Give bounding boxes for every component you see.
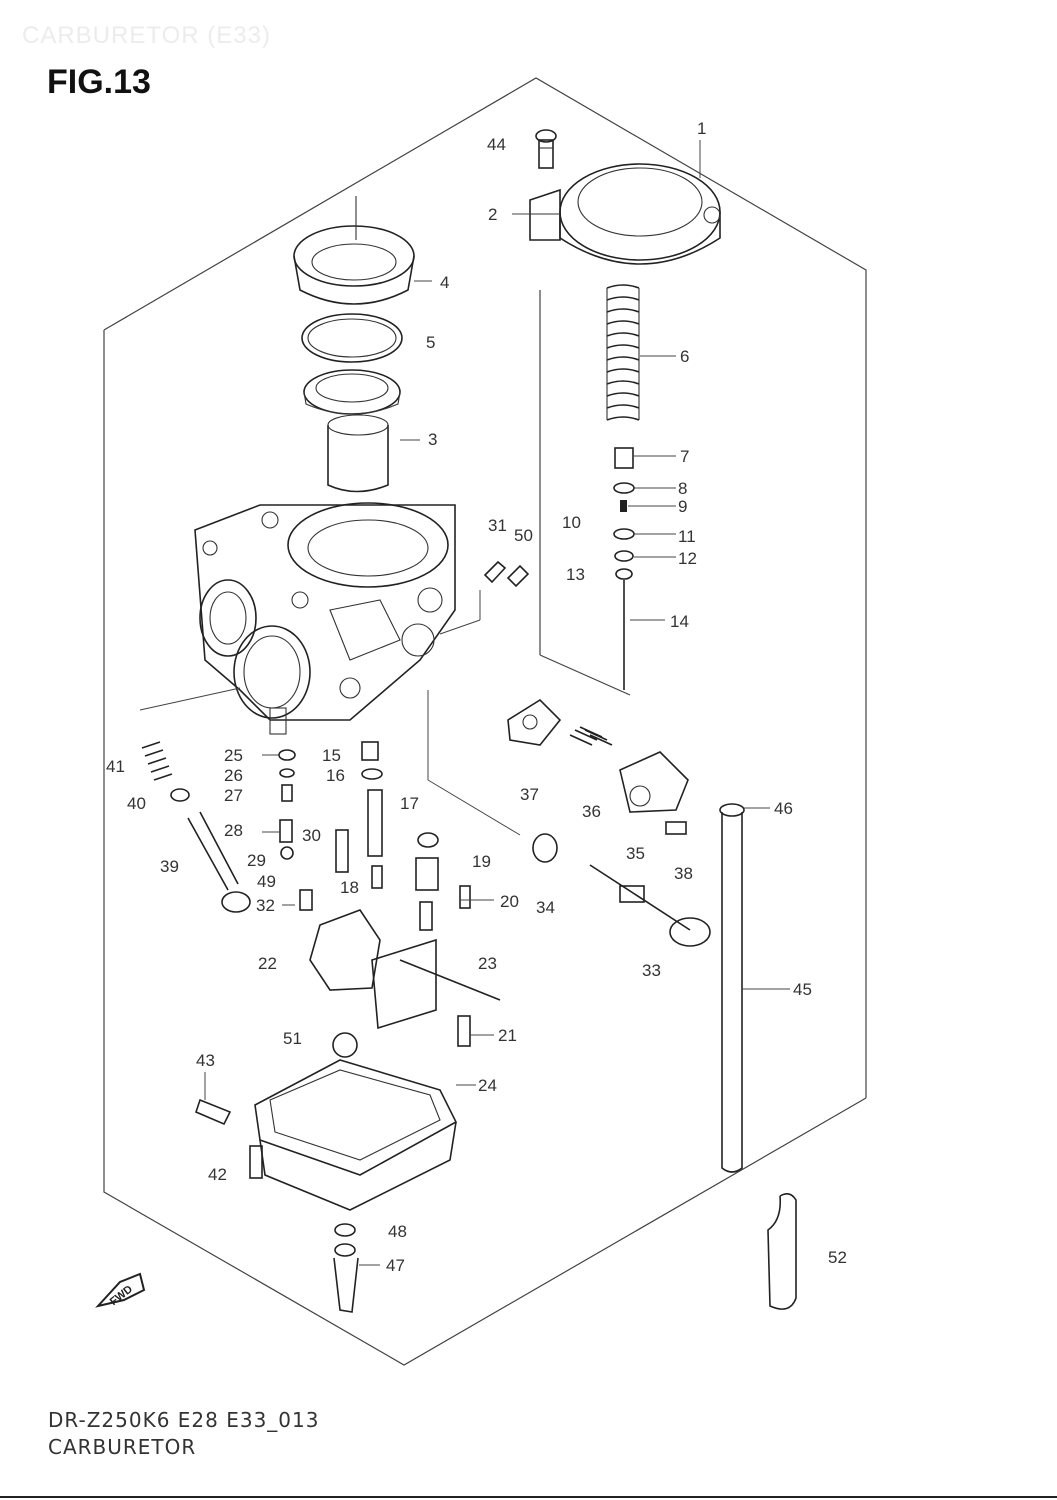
float-screw bbox=[459, 885, 471, 909]
part-label-38: 38 bbox=[674, 864, 693, 883]
part-label-5: 5 bbox=[426, 333, 435, 352]
part-label-18: 18 bbox=[340, 878, 359, 897]
boot-ring bbox=[293, 225, 415, 305]
forward-direction-arrow: FWD bbox=[95, 1272, 146, 1308]
part-label-16: 16 bbox=[326, 766, 345, 785]
part-label-11: 11 bbox=[678, 527, 696, 546]
part-label-15: 15 bbox=[322, 746, 341, 765]
chamber-screw-43 bbox=[195, 1098, 232, 1126]
part-label-42: 42 bbox=[208, 1165, 227, 1184]
part-label-43: 43 bbox=[196, 1051, 215, 1070]
part-label-27: 27 bbox=[224, 786, 243, 805]
part-label-37: 37 bbox=[520, 785, 539, 804]
throttle-stop-washer bbox=[170, 788, 190, 802]
part-label-4: 4 bbox=[440, 273, 449, 292]
float bbox=[309, 909, 501, 1030]
part-label-3: 3 bbox=[428, 430, 437, 449]
part-label-31: 31 bbox=[488, 516, 507, 535]
footer-part-name: CARBURETOR bbox=[48, 1435, 197, 1459]
part-label-36: 36 bbox=[582, 802, 601, 821]
part-label-39: 39 bbox=[160, 857, 179, 876]
part-label-6: 6 bbox=[680, 347, 689, 366]
bottom-border bbox=[0, 1496, 1057, 1498]
drain-hose bbox=[333, 1223, 359, 1313]
part-label-50: 50 bbox=[514, 526, 533, 545]
part-label-26: 26 bbox=[224, 766, 243, 785]
drain-screw-42 bbox=[249, 1145, 263, 1179]
part-label-21: 21 bbox=[498, 1026, 517, 1045]
part-label-28: 28 bbox=[224, 821, 243, 840]
part-label-23: 23 bbox=[478, 954, 497, 973]
part-label-7: 7 bbox=[680, 447, 689, 466]
pump-rod-33 bbox=[589, 864, 711, 947]
part-label-9: 9 bbox=[678, 497, 687, 516]
jet-needle-assembly bbox=[613, 447, 635, 690]
part-label-19: 19 bbox=[472, 852, 491, 871]
part-label-45: 45 bbox=[793, 980, 812, 999]
part-label-46: 46 bbox=[774, 799, 793, 818]
part-label-40: 40 bbox=[127, 794, 146, 813]
float-chamber bbox=[254, 1032, 458, 1211]
leader-lines bbox=[139, 140, 790, 1266]
part-label-12: 12 bbox=[678, 549, 697, 568]
vent-fitting bbox=[506, 564, 530, 588]
part-label-35: 35 bbox=[626, 844, 645, 863]
hose-clamp bbox=[767, 1192, 797, 1310]
part-label-32: 32 bbox=[256, 896, 275, 915]
part-label-8: 8 bbox=[678, 479, 687, 498]
pilot-jet-parts bbox=[278, 749, 313, 911]
part-label-2: 2 bbox=[488, 205, 497, 224]
part-label-20: 20 bbox=[500, 892, 519, 911]
faded-header: CARBURETOR (E33) bbox=[22, 22, 271, 49]
accelerator-pump-cover bbox=[507, 698, 562, 746]
o-ring bbox=[301, 313, 403, 363]
part-label-44: 44 bbox=[487, 135, 506, 154]
needle-jet-parts bbox=[415, 832, 439, 931]
carburetor-top-cap bbox=[559, 163, 721, 265]
part-label-52: 52 bbox=[828, 1248, 847, 1267]
return-spring bbox=[606, 284, 640, 421]
throttle-stop-screw bbox=[187, 811, 251, 913]
part-label-17: 17 bbox=[400, 794, 419, 813]
assembly-frame bbox=[103, 77, 867, 1366]
part-label-24: 24 bbox=[478, 1076, 497, 1095]
part-label-22: 22 bbox=[258, 954, 277, 973]
cap-screw bbox=[535, 129, 557, 169]
pump-housing bbox=[619, 751, 689, 813]
float-screw-21 bbox=[457, 1015, 471, 1047]
part-label-33: 33 bbox=[642, 961, 661, 980]
figure-title: FIG.13 bbox=[47, 63, 151, 101]
vent-hose bbox=[719, 803, 745, 1173]
part-label-34: 34 bbox=[536, 898, 555, 917]
part-label-30: 30 bbox=[302, 826, 321, 845]
pump-screw-38 bbox=[665, 821, 687, 835]
part-label-25: 25 bbox=[224, 746, 243, 765]
part-label-48: 48 bbox=[388, 1222, 407, 1241]
footer-model-code: DR-Z250K6 E28 E33_013 bbox=[48, 1408, 320, 1432]
o-ring-34 bbox=[532, 833, 558, 863]
part-label-51: 51 bbox=[283, 1029, 302, 1048]
part-label-10: 10 bbox=[562, 513, 581, 532]
part-label-49: 49 bbox=[257, 872, 276, 891]
piston-valve bbox=[327, 196, 389, 493]
part-label-47: 47 bbox=[386, 1256, 405, 1275]
pump-spring bbox=[569, 726, 613, 746]
part-number-labels: 1 2 3 4 5 6 7 8 9 10 11 12 13 14 15 16 1… bbox=[106, 119, 847, 1275]
part-label-1: 1 bbox=[697, 119, 706, 138]
piston-diaphragm-ring bbox=[303, 369, 401, 415]
part-label-29: 29 bbox=[247, 851, 266, 870]
part-label-14: 14 bbox=[670, 612, 689, 631]
throttle-stop-spring bbox=[141, 741, 173, 781]
carburetor-body bbox=[194, 502, 456, 735]
body-screw bbox=[483, 560, 507, 584]
main-jet-parts bbox=[335, 741, 383, 889]
part-label-41: 41 bbox=[106, 757, 125, 776]
part-label-13: 13 bbox=[566, 565, 585, 584]
bracket bbox=[529, 188, 561, 241]
